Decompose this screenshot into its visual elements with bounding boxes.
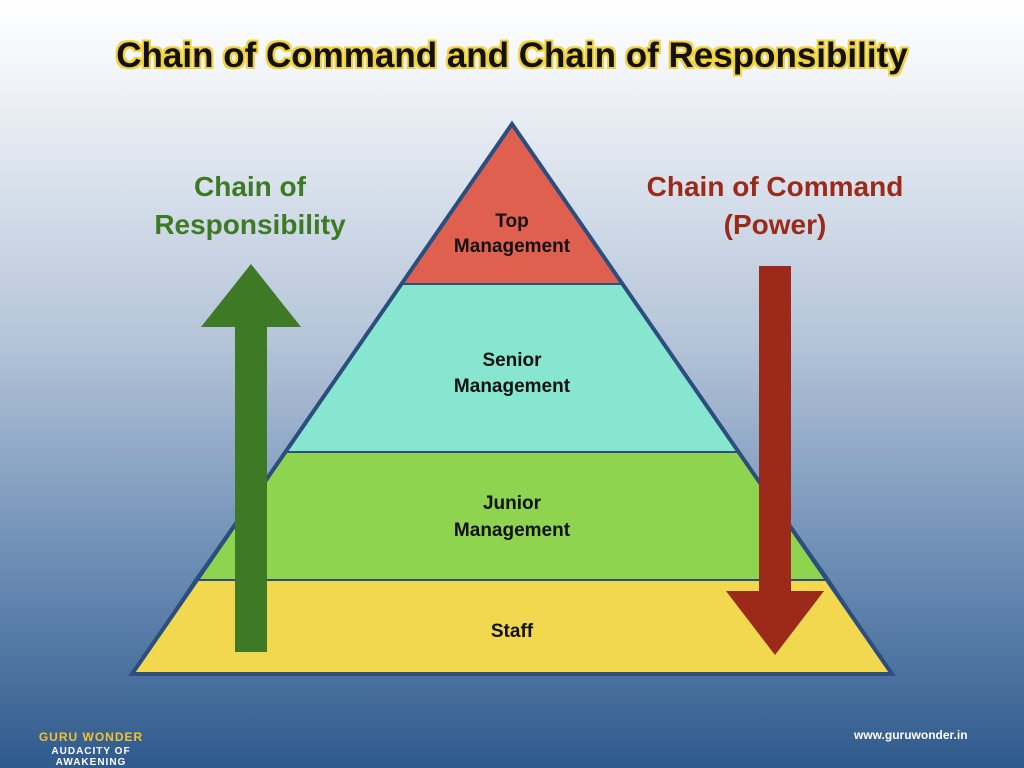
tier-label-senior-line2: Management xyxy=(454,376,571,397)
website-link[interactable]: www.guruwonder.in xyxy=(854,728,968,742)
responsibility-up-arrow xyxy=(201,264,301,652)
command-down-arrow xyxy=(726,266,824,655)
command-label-line1: Chain of Command xyxy=(646,171,904,202)
command-label-line2: (Power) xyxy=(723,209,827,240)
brand-name: GURU WONDER xyxy=(38,730,144,744)
tier-label-junior-line2: Management xyxy=(454,520,571,541)
tier-label-senior-line1: Senior xyxy=(482,350,542,371)
responsibility-label-line1: Chain of xyxy=(194,171,306,202)
responsibility-label-line2: Responsibility xyxy=(154,209,346,240)
tier-label-junior-line1: Junior xyxy=(483,493,542,514)
tier-label-top-line1: Top xyxy=(495,211,528,232)
tier-junior-management xyxy=(193,451,831,581)
tier-top-management xyxy=(399,122,625,285)
tier-label-top-line2: Management xyxy=(454,236,571,257)
chain-of-responsibility-label: Chain of Responsibility xyxy=(130,168,370,244)
tier-label-staff: Staff xyxy=(491,621,534,642)
pyramid-outline xyxy=(128,120,896,676)
chain-of-command-label: Chain of Command (Power) xyxy=(610,168,940,244)
diagram-title: Chain of Command and Chain of Responsibi… xyxy=(116,36,908,75)
brand-tagline: AUDACITY OF AWAKENING xyxy=(51,746,131,768)
brand-logo: GURU WONDER AUDACITY OF AWAKENING xyxy=(16,730,166,768)
